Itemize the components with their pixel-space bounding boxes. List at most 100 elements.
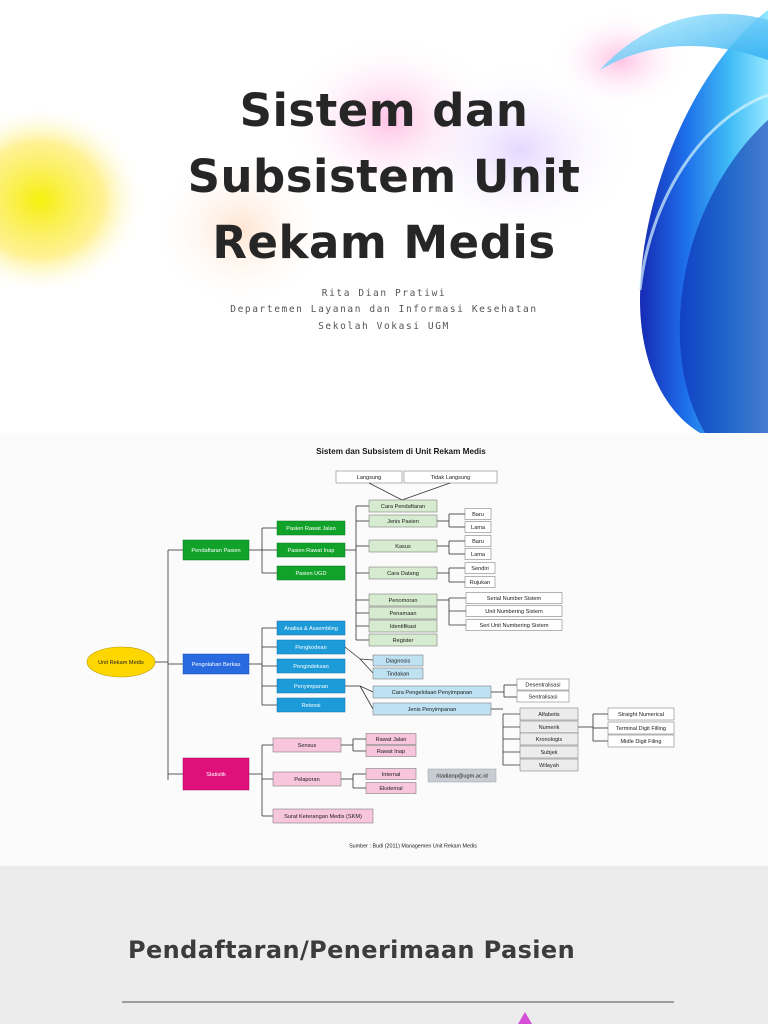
connector-line <box>359 658 374 661</box>
connector-line <box>401 482 451 501</box>
tidak-langsung-box <box>403 470 498 484</box>
background-decoration <box>0 10 768 433</box>
kasus-option-label: Lama <box>471 552 486 558</box>
processing-item-box <box>276 620 346 636</box>
processing-item-label: Pengkodean <box>295 645 326 651</box>
registration-item-label: Jenis Pasien <box>387 519 419 525</box>
pengelolaan-option-box <box>516 678 570 691</box>
kasus-option-label: Baru <box>472 539 484 545</box>
jenis-penyimpanan-item-label: Alfabetis <box>538 712 560 718</box>
jenis-pasien-option-box <box>464 521 492 533</box>
patient-type-box <box>276 520 346 536</box>
pengelolaan-option-label: Sentralisasi <box>529 694 558 700</box>
numerik-item-label: Straight Numerical <box>618 712 664 718</box>
jenis-pasien-option-label: Lama <box>471 525 486 531</box>
registration-item-label: Kasus <box>395 544 411 550</box>
jenis-penyimpanan-item-box <box>519 745 579 759</box>
processing-item-label: Penyimpanan <box>294 684 328 690</box>
penomoran-option-box <box>465 605 563 617</box>
registration-item-box <box>368 499 438 513</box>
pengelolaan-option-label: Desentralisasi <box>525 682 560 688</box>
connector-line <box>344 646 361 660</box>
processing-item-label: Retensi <box>302 703 321 709</box>
sensus-option-label: Rawat Jalan <box>376 737 407 743</box>
sensus-option-label: Rawat Inap <box>377 749 405 755</box>
cara-datang-option-label: Sendiri <box>471 566 488 572</box>
patient-type-box <box>276 565 346 581</box>
registration-item-label: Identifikasi <box>390 624 416 630</box>
registration-item-label: Register <box>393 638 414 644</box>
numerik-item-box <box>607 707 675 721</box>
numerik-item-box <box>607 734 675 748</box>
statistik-item-label: Sensus <box>298 743 317 749</box>
cara-datang-option-label: Rujukan <box>470 580 491 586</box>
pengolahan-label: Pengolahan Berkas <box>192 662 241 668</box>
email-tag-box <box>427 768 497 783</box>
penomoran-option-box <box>465 592 563 604</box>
processing-item-label: Pengindeksan <box>293 664 328 670</box>
jenis-penyimpanan-item-label: Numerik <box>539 725 560 731</box>
penomoran-option-label: Seri Unit Numbering Sistem <box>479 623 548 629</box>
processing-item-label: Analisa & Assembling <box>284 626 338 632</box>
connector-line <box>359 658 374 674</box>
jenis-penyimpanan-item-label: Subjek <box>540 750 557 756</box>
penomoran-option-label: Serial Number Sistem <box>487 596 542 602</box>
root-node-label: Unit Rekam Medis <box>98 660 144 666</box>
diagram-title: Sistem dan Subsistem di Unit Rekam Medis <box>316 447 486 456</box>
tidak-langsung-label: Tidak Langsung <box>431 475 471 481</box>
patient-type-label: Pasien Rawat Jalan <box>286 526 335 532</box>
jenis-penyimpanan-item-label: Wilayah <box>539 763 559 769</box>
section-title: Pendaftaran/Penerimaan Pasien <box>128 936 576 964</box>
pengkodean-option-box <box>372 654 424 667</box>
pendaftaran-label: Pendaftaran Pasien <box>191 548 240 554</box>
slide-title: Sistem dan Subsistem Unit Rekam Medis <box>187 84 581 269</box>
email-tag-label: ritadianp@ugm.ac.id <box>436 773 487 779</box>
penyimpanan-option-label: Cara Pengelolaan Penyimpanan <box>392 690 473 696</box>
pengkodean-option-label: Diagnosis <box>386 658 411 664</box>
diagram-source: Sumber : Budi (2011) Managemen Unit Reka… <box>349 843 477 849</box>
diagram-slide: Sistem dan Subsistem di Unit Rekam Medis… <box>0 433 768 866</box>
penyimpanan-option-label: Jenis Penyimpanan <box>408 707 457 713</box>
statistik-item-label: Pelaporan <box>294 777 320 783</box>
patient-type-label: Pasien UGD <box>295 571 326 577</box>
statistik-label: Statistik <box>206 772 226 778</box>
pengkodean-option-box <box>372 667 424 680</box>
cara-datang-option-box <box>464 576 496 588</box>
statistik-box <box>182 757 250 791</box>
department-name: Departemen Layanan dan Informasi Kesehat… <box>230 304 538 315</box>
numerik-item-box <box>607 721 675 735</box>
connector-line <box>359 685 374 710</box>
statistik-item-box <box>272 808 374 824</box>
section-slide: Pendaftaran/Penerimaan Pasien <box>0 866 768 1024</box>
connector-line <box>359 685 374 693</box>
processing-item-box <box>276 658 346 674</box>
system-diagram: Sistem dan Subsistem di Unit Rekam Medis… <box>86 447 675 849</box>
penomoran-option-box <box>465 619 563 631</box>
pelaporan-option-label: Eksternal <box>379 786 402 792</box>
patient-type-label: Pasien Rawat Inap <box>288 548 335 554</box>
title-slide: Sistem dan Subsistem Unit Rekam Medis Ri… <box>0 0 768 433</box>
sensus-option-box <box>365 733 417 745</box>
jenis-penyimpanan-item-box <box>519 732 579 746</box>
jenis-pasien-option-label: Baru <box>472 512 484 518</box>
kasus-option-box <box>464 548 492 560</box>
registration-item-label: Cara Pendaftaran <box>381 504 425 510</box>
numerik-item-label: Terminal Digit Filling <box>616 726 666 732</box>
jenis-penyimpanan-item-box <box>519 707 579 721</box>
title-divider <box>122 1001 674 1003</box>
numerik-item-label: Midle Digit Filing <box>620 739 661 745</box>
processing-item-box <box>276 697 346 713</box>
registration-item-label: Penomoran <box>389 598 418 604</box>
statistik-item-label: Surat Keterangan Medis (SKM) <box>284 814 362 820</box>
pengelolaan-option-box <box>516 690 570 703</box>
jenis-penyimpanan-item-box <box>519 758 579 772</box>
pengkodean-option-label: Tindakan <box>387 671 410 677</box>
cara-datang-option-box <box>464 562 496 574</box>
kasus-option-box <box>464 535 492 547</box>
pelaporan-option-box <box>365 782 417 794</box>
penomoran-option-label: Unit Numbering Sistem <box>485 609 543 615</box>
registration-item-label: Cara Datang <box>387 571 419 577</box>
registration-item-box <box>368 606 438 620</box>
jenis-pasien-option-box <box>464 508 492 520</box>
jenis-penyimpanan-item-label: Kronologis <box>536 737 563 743</box>
